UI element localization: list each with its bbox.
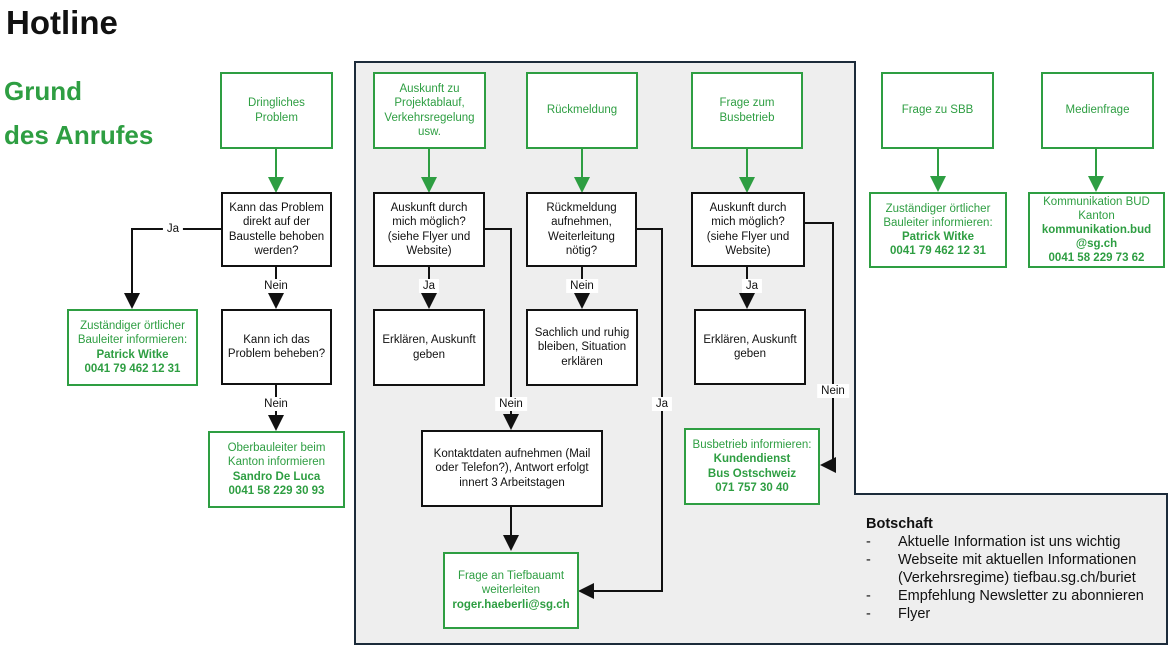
green-arrows [268,149,1104,193]
box-auskunft-moeglich-1: Auskunft durch mich möglich? (siehe Flye… [373,192,485,267]
box-sachlich: Sachlich und ruhig bleiben, Situation er… [526,309,638,386]
oberbauleiter-name: Sandro De Luca [232,470,321,483]
bullet-dash: - [866,534,871,550]
tiefbauamt-text: Frage an Tiefbauamt weiterleiten [457,570,565,597]
box-kontaktdaten: Kontaktdaten aufnehmen (Mail oder Telefo… [421,430,603,507]
reason-heading-line1: Grund [4,76,82,106]
box-kommunikation: Kommunikation BUD Kanton kommunikation.b… [1028,192,1165,268]
tiefbauamt-email: roger.haeberli@sg.ch [452,598,570,611]
kommunikation-phone: 0041 58 229 73 62 [1048,252,1145,265]
oberbauleiter-phone: 0041 58 229 30 93 [228,484,325,497]
botschaft-item-text-line1: Webseite mit aktuellen Informationen [898,552,1137,568]
botschaft-item: - Aktuelle Information ist uns wichtig [866,533,1144,551]
botschaft-item-text: Aktuelle Information ist uns wichtig [898,534,1121,550]
box-medienfrage: Medienfrage [1041,72,1154,149]
botschaft-item: - Flyer [866,605,1144,623]
label-ja: Ja [162,222,184,236]
black-arrows [124,222,836,599]
box-frage-bus: Frage zum Busbetrieb [691,72,803,149]
box-busbetrieb: Busbetrieb informieren: Kundendienst Bus… [684,428,820,505]
label-nein: Nein [817,384,849,398]
bauleiter-right-phone: 0041 79 462 12 31 [890,245,986,258]
botschaft-item-text: Empfehlung Newsletter zu abonnieren [898,588,1144,604]
label-ja: Ja [741,279,763,293]
label-nein: Nein [566,279,598,293]
box-bauleiter-left: Zuständiger örtlicher Bauleiter informie… [67,309,198,386]
oberbauleiter-text: Oberbauleiter beim Kanton informieren [227,442,326,469]
botschaft-item: - Empfehlung Newsletter zu abonnieren [866,587,1144,605]
box-tiefbauamt: Frage an Tiefbauamt weiterleiten roger.h… [443,552,579,629]
busbetrieb-text: Busbetrieb informieren: [692,439,812,452]
bullet-dash: - [866,606,871,622]
box-auskunft-moeglich-2: Auskunft durch mich möglich? (siehe Flye… [691,192,805,267]
box-oberbauleiter: Oberbauleiter beim Kanton informieren Sa… [208,431,345,508]
box-frage-sbb: Frage zu SBB [881,72,994,149]
bauleiter-left-phone: 0041 79 462 12 31 [84,362,181,375]
box-erklaeren-1: Erklären, Auskunft geben [373,309,485,386]
label-nein: Nein [260,279,292,293]
kommunikation-email2: @sg.ch [1075,238,1118,251]
panel-join [852,495,858,643]
bauleiter-left-text: Zuständiger örtlicher Bauleiter informie… [77,320,188,347]
kommunikation-text1: Kommunikation BUD [1043,195,1150,208]
botschaft-block: Botschaft - Aktuelle Information ist uns … [866,515,1144,623]
message-panel [854,493,1168,645]
label-ja: Ja [418,279,440,293]
bauleiter-left-name: Patrick Witke [96,348,169,361]
busbetrieb-name2: Bus Ostschweiz [707,467,797,480]
botschaft-item: - Webseite mit aktuellen Informationen (Ve… [866,551,1144,587]
page-title: Hotline [6,4,118,41]
kommunikation-email1: kommunikation.bud [1041,224,1152,236]
busbetrieb-phone: 071 757 30 40 [715,481,789,494]
box-auskunft-projekt: Auskunft zu Projektablauf, Verkehrsregel… [373,72,486,149]
botschaft-item-text-line2: (Verkehrsregime) tiefbau.sg.ch/buriet [898,570,1136,586]
box-kann-baustelle: Kann das Problem direkt auf der Baustell… [221,192,332,267]
kommunikation-text2: Kanton [1078,209,1115,222]
bullet-dash: - [866,588,871,604]
botschaft-item-text: Flyer [898,606,931,622]
label-nein: Nein [260,397,292,411]
box-kann-ich: Kann ich das Problem beheben? [221,309,332,385]
box-bauleiter-right: Zuständiger örtlicher Bauleiter informie… [869,192,1007,268]
reason-heading-line2: des Anrufes [4,120,154,150]
box-erklaeren-2: Erklären, Auskunft geben [694,309,806,385]
box-rueckmeldung: Rückmeldung [526,72,638,149]
box-rueck-aufnehmen: Rückmeldung aufnehmen, Weiterleitung nöt… [526,192,637,267]
label-nein: Nein [495,397,527,411]
busbetrieb-name1: Kundendienst [713,453,791,466]
label-ja: Ja [651,397,673,411]
bauleiter-right-text: Zuständiger örtlicher Bauleiter informie… [883,202,993,229]
bullet-dash: - [866,552,871,568]
botschaft-heading: Botschaft [866,516,933,532]
box-dringliches-problem: Dringliches Problem [220,72,333,149]
bauleiter-right-name: Patrick Witke [901,231,975,243]
